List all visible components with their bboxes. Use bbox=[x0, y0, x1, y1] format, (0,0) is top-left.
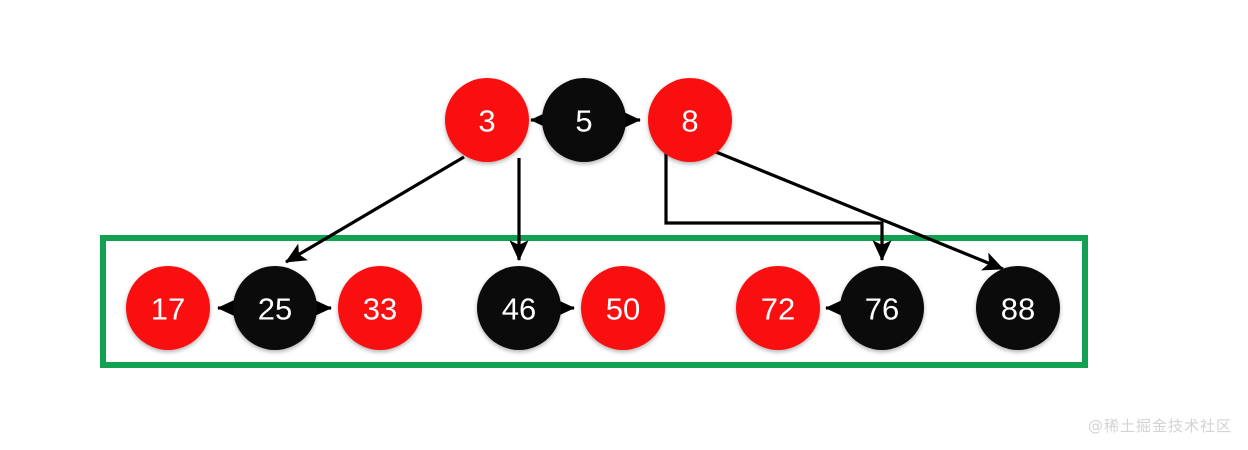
child-link-8-to-76 bbox=[664, 152, 892, 261]
node-46-circle[interactable] bbox=[477, 266, 561, 350]
node-50[interactable]: 50 bbox=[581, 266, 665, 350]
node-33-circle[interactable] bbox=[338, 266, 422, 350]
node-25-circle[interactable] bbox=[233, 266, 317, 350]
node-72[interactable]: 72 bbox=[736, 266, 820, 350]
node-8[interactable]: 8 bbox=[648, 78, 732, 162]
tree-nodes: 3 5 8 17 25 33 46 50 bbox=[126, 78, 1060, 350]
node-8-circle[interactable] bbox=[648, 78, 732, 162]
leaf-level-box bbox=[100, 235, 1088, 368]
node-76-circle[interactable] bbox=[840, 266, 924, 350]
node-50-circle[interactable] bbox=[581, 266, 665, 350]
node-88[interactable]: 88 bbox=[976, 266, 1060, 350]
child-links bbox=[285, 150, 1004, 271]
node-5-circle[interactable] bbox=[542, 78, 626, 162]
watermark-text: @稀土掘金技术社区 bbox=[1087, 417, 1232, 435]
node-17-circle[interactable] bbox=[126, 266, 210, 350]
node-46[interactable]: 46 bbox=[477, 266, 561, 350]
sibling-links bbox=[217, 110, 846, 318]
node-25[interactable]: 25 bbox=[233, 266, 317, 350]
node-72-circle[interactable] bbox=[736, 266, 820, 350]
child-link-8-to-88 bbox=[715, 150, 1004, 271]
node-5[interactable]: 5 bbox=[542, 78, 626, 162]
node-3-circle[interactable] bbox=[445, 78, 529, 162]
node-17[interactable]: 17 bbox=[126, 266, 210, 350]
child-link-3-to-25 bbox=[285, 155, 465, 264]
node-33[interactable]: 33 bbox=[338, 266, 422, 350]
node-88-circle[interactable] bbox=[976, 266, 1060, 350]
node-3[interactable]: 3 bbox=[445, 78, 529, 162]
node-76[interactable]: 76 bbox=[840, 266, 924, 350]
